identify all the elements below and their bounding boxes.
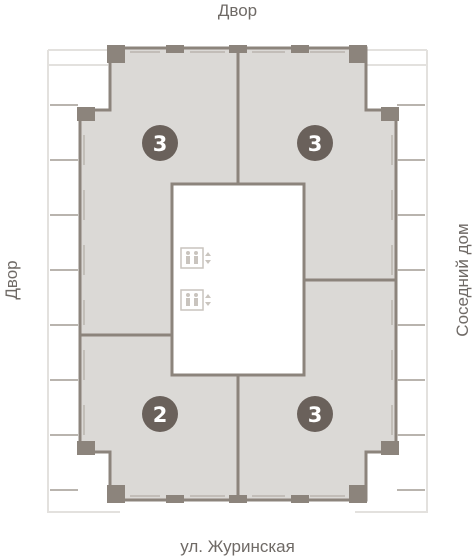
room-count: 3 [308,132,323,156]
room-count: 2 [153,403,168,427]
apartment-top-left[interactable] [80,48,238,335]
wall-piers [77,45,399,503]
elevator-icon [180,289,211,311]
elevator-icon [180,247,211,269]
apartment-top-right[interactable] [238,48,396,280]
apartment-bottom-right[interactable] [238,280,396,500]
balcony-fins [50,104,425,491]
orientation-bottom-label: ул. Журинская [180,537,295,556]
room-count: 3 [153,132,168,156]
balcony-outline [47,49,428,513]
room-count: 3 [308,403,323,427]
orientation-top-label: Двор [217,1,258,20]
window-marks [83,51,393,497]
room-badge-bottom-left: 2 [142,396,178,432]
building-core [172,184,304,375]
room-badge-top-right: 3 [297,125,333,161]
room-badge-bottom-right: 3 [297,396,333,432]
room-badge-top-left: 3 [142,125,178,161]
